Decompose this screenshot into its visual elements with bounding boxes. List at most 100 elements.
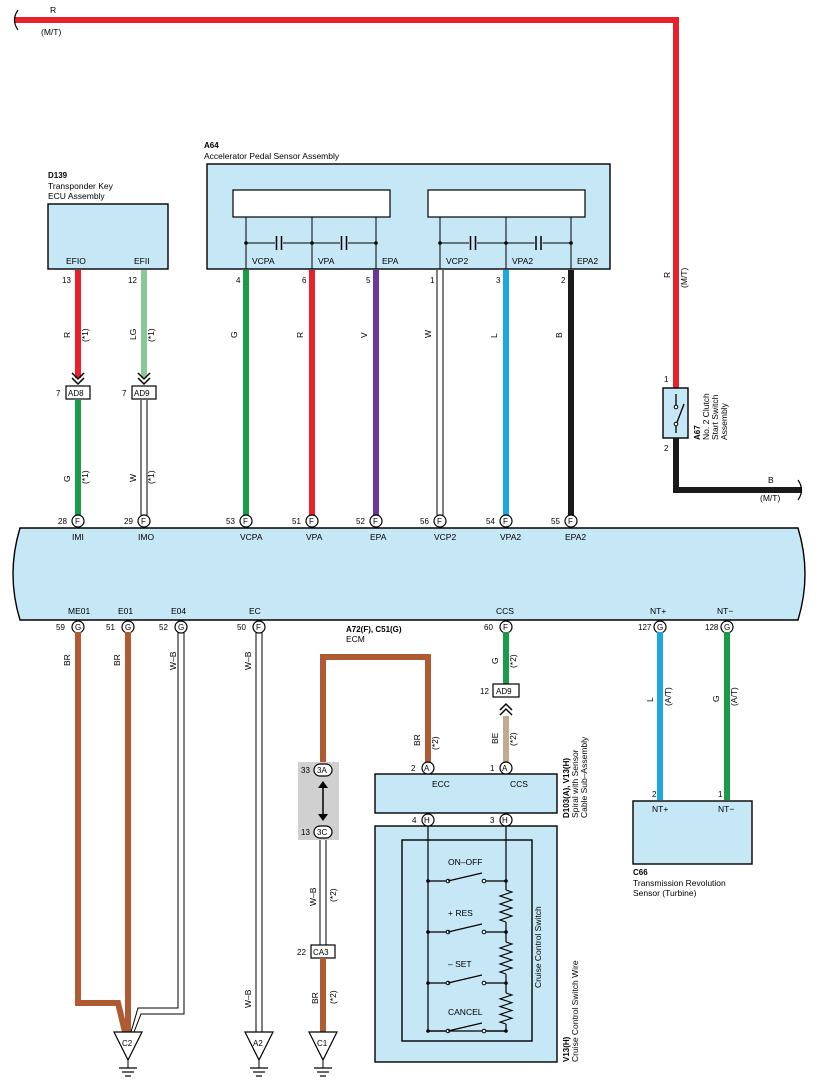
svg-text:4: 4 — [412, 816, 417, 825]
efii-wire-note: (*1) — [146, 328, 156, 342]
b-wire-color: B — [768, 475, 774, 485]
a64-pin-vpa: VPA — [318, 256, 335, 266]
v13-code: V13(H) — [562, 1036, 571, 1062]
ecm-name: ECM — [346, 634, 365, 644]
efio-wire-color: R — [62, 332, 72, 338]
ground-c2: C2 — [113, 1031, 143, 1077]
top-wire-color: R — [50, 5, 56, 15]
e04-wire-color: W–B — [168, 651, 178, 670]
a64-sensor-1 — [232, 189, 391, 218]
ecm-bottom-label-0: ME01 — [68, 606, 90, 616]
c66-box — [632, 800, 753, 865]
a64-wire-color-vpa: R — [295, 332, 305, 338]
svg-text:F: F — [373, 517, 378, 526]
top-red-wire — [14, 17, 679, 388]
ntp-wire-note: (A/T) — [663, 687, 673, 706]
ad9-pin: 7 — [122, 389, 127, 398]
a64-pinnum-vpa2: 3 — [496, 276, 501, 285]
a64-sensor-2 — [427, 189, 586, 218]
ecm-bottom-conn-2: G — [174, 620, 188, 634]
svg-text:G: G — [657, 623, 663, 632]
ccs-chevron-icon — [499, 702, 513, 716]
a67-wire-note: (M/T) — [679, 268, 689, 288]
svg-text:2: 2 — [411, 764, 416, 773]
svg-text:F: F — [503, 623, 508, 632]
resistor-icon — [498, 992, 514, 1025]
ecm-top-label-vcpa: VCPA — [240, 532, 263, 542]
br-wire-color: BR — [310, 992, 320, 1004]
svg-text:1: 1 — [490, 764, 495, 773]
ecm-top-label-vcp2: VCP2 — [434, 532, 456, 542]
d139-name2: ECU Assembly — [48, 191, 105, 201]
a64-pin-epa: EPA — [382, 256, 399, 266]
ecm-bottom-label-1: E01 — [118, 606, 133, 616]
c66-name2: Sensor (Turbine) — [633, 888, 697, 898]
ecc-wire-note: (*2) — [430, 736, 440, 750]
d139-pin-efii: EFII — [134, 256, 150, 266]
ecm-bottom-conn-1: G — [121, 620, 135, 634]
ecm-bottom-label-6: NT− — [717, 606, 733, 616]
ecm-bottom-label-2: E04 — [171, 606, 186, 616]
svg-text:F: F — [75, 517, 80, 526]
switch-label-0: ON–OFF — [448, 857, 482, 867]
jc-3a-num: 33 — [301, 766, 310, 775]
ecc-wire-color: BR — [412, 734, 422, 746]
d103-box — [374, 773, 558, 814]
svg-text:3: 3 — [490, 816, 495, 825]
a67-code: A67 — [693, 425, 702, 440]
a67-name1: No. 2 Clutch — [701, 393, 711, 440]
ecm-bottom-num-0: 59 — [56, 623, 65, 632]
ecm-bottom-num-1: 51 — [106, 623, 115, 632]
jc-3c-num: 13 — [301, 828, 310, 837]
ecm-top-conn-1: F — [137, 514, 151, 528]
a64-wire-color-vpa2: L — [489, 333, 499, 338]
c66-name1: Transmission Revolution — [633, 878, 726, 888]
a67-wire-color: R — [662, 272, 672, 278]
ca3-label: CA3 — [313, 948, 329, 957]
ad8-connector — [65, 385, 91, 400]
jc-3c-label: 3C — [317, 828, 327, 837]
svg-text:H: H — [424, 816, 430, 825]
be-wire-note: (*2) — [508, 732, 518, 746]
d103-code: D103(A), V13(H) — [562, 758, 571, 818]
a64-internal-wiring — [244, 217, 573, 269]
a64-pin-vpa2: VPA2 — [512, 256, 533, 266]
ecm-top-label-vpa: VPA — [306, 532, 323, 542]
me01-wire-color: BR — [62, 654, 72, 666]
ecm-top-label-epa: EPA — [370, 532, 387, 542]
ecm-box — [12, 527, 806, 621]
a64-pinnum-vcp2: 1 — [430, 276, 435, 285]
ecm-bottom-conn-3: F — [252, 620, 266, 634]
ecm-top-conn-0: F — [71, 514, 85, 528]
me01-wire — [75, 632, 128, 1033]
jc-arrow-up-icon — [318, 781, 328, 788]
ecm-bottom-num-4: 60 — [484, 623, 493, 632]
jc-3a-label: 3A — [317, 766, 327, 775]
switch-label-1: + RES — [448, 908, 473, 918]
ccs-wire-color: G — [490, 657, 500, 664]
a64-pin-epa2: EPA2 — [577, 256, 598, 266]
ad9-lower-connector — [492, 683, 520, 698]
a64-pinnum-vcpa: 4 — [236, 276, 241, 285]
ecm-top-num-3: 51 — [292, 517, 301, 526]
ad8-pin: 7 — [56, 389, 61, 398]
ecm-bottom-conn-4: F — [499, 620, 513, 634]
ecc-wire — [320, 654, 431, 762]
ecm-top-conn-4: F — [369, 514, 383, 528]
svg-text:F: F — [568, 517, 573, 526]
switch-label-2: – SET — [448, 959, 472, 969]
ecm-top-num-1: 29 — [124, 517, 133, 526]
efio-wire-note: (*1) — [80, 328, 90, 342]
a64-pinnum-epa2: 2 — [561, 276, 566, 285]
a64-pinnum-epa: 5 — [366, 276, 371, 285]
c66-num-p: 2 — [652, 790, 657, 799]
a67-name3: Assembly — [719, 402, 729, 440]
ecm-top-num-7: 55 — [551, 517, 560, 526]
ccs-wire-note: (*2) — [508, 654, 518, 668]
ecm-bottom-conn-5: G — [653, 620, 667, 634]
a64-wire-color-epa: V — [359, 332, 369, 338]
